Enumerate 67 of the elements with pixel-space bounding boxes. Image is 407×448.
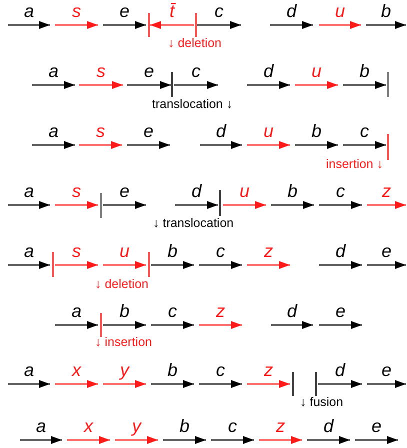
gene-label: d (334, 360, 346, 380)
gene-label: d (214, 121, 228, 141)
gene-label: c (359, 121, 370, 141)
gene-label: u (118, 241, 130, 261)
gene-label: e (370, 416, 382, 436)
gene-label: d (285, 1, 298, 21)
gene-label: a (70, 301, 82, 321)
gene-label: s (71, 241, 82, 261)
gene-label: e (380, 360, 392, 380)
gene-label: c (227, 416, 238, 436)
gene-label: u (238, 181, 250, 201)
gene-label: c (335, 181, 346, 201)
gene-label: e (380, 241, 392, 261)
gene-label: a (22, 241, 35, 261)
gene-label: c (214, 1, 224, 21)
gene-label: e (118, 1, 130, 21)
gene-label: z (263, 241, 274, 261)
gene-label: d (322, 416, 335, 436)
gene-label: c (190, 61, 202, 81)
gene-label: b (310, 121, 322, 141)
gene-label: b (166, 360, 178, 380)
operation-label: ↓ deletion (95, 277, 149, 292)
gene-label: b (380, 1, 392, 21)
operation-label: translocation ↓ (152, 97, 233, 112)
gene-label: s (95, 121, 106, 141)
gene-label: z (275, 416, 286, 436)
gene-label: z (381, 181, 392, 201)
gene-label: b (166, 241, 178, 261)
gene-label: c (215, 241, 226, 261)
gene-label: b (358, 61, 370, 81)
gene-label: t̄ (168, 1, 177, 21)
gene-label: e (142, 61, 155, 81)
gene-label: c (215, 360, 226, 380)
gene-label: x (70, 360, 82, 380)
gene-label: d (262, 61, 275, 81)
gene-label: b (118, 301, 130, 321)
gene-label: y (118, 360, 131, 380)
gene-label: x (82, 416, 94, 436)
operation-label: insertion ↓ (326, 157, 383, 172)
gene-label: d (286, 301, 298, 321)
operation-label: ↓ fusion (300, 395, 344, 410)
gene-label: a (47, 121, 60, 141)
gene-label: u (262, 121, 274, 141)
operation-label: ↓ insertion (95, 335, 152, 350)
gene-label: s (71, 181, 82, 201)
gene-label: z (215, 301, 226, 321)
gene-label: a (34, 416, 47, 436)
gene-label: b (286, 181, 298, 201)
gene-label: s (71, 1, 82, 21)
gene-label: a (22, 360, 35, 380)
gene-label: y (130, 416, 143, 436)
gene-label: z (263, 360, 274, 380)
gene-label: e (118, 181, 130, 201)
gene-label: e (142, 121, 154, 141)
gene-label: d (334, 241, 347, 261)
gene-label: a (47, 61, 60, 81)
gene-label: c (167, 301, 178, 321)
gene-label: b (178, 416, 190, 436)
gene-label: d (190, 181, 203, 201)
gene-label: a (22, 1, 35, 21)
gene-label: e (334, 301, 346, 321)
gene-label: u (334, 1, 346, 21)
gene-label: a (22, 181, 35, 201)
gene-label: u (310, 61, 322, 81)
gene-label: s (96, 61, 106, 81)
operation-label: ↓ translocation (153, 216, 234, 231)
operation-label: ↓ deletion (168, 36, 222, 51)
